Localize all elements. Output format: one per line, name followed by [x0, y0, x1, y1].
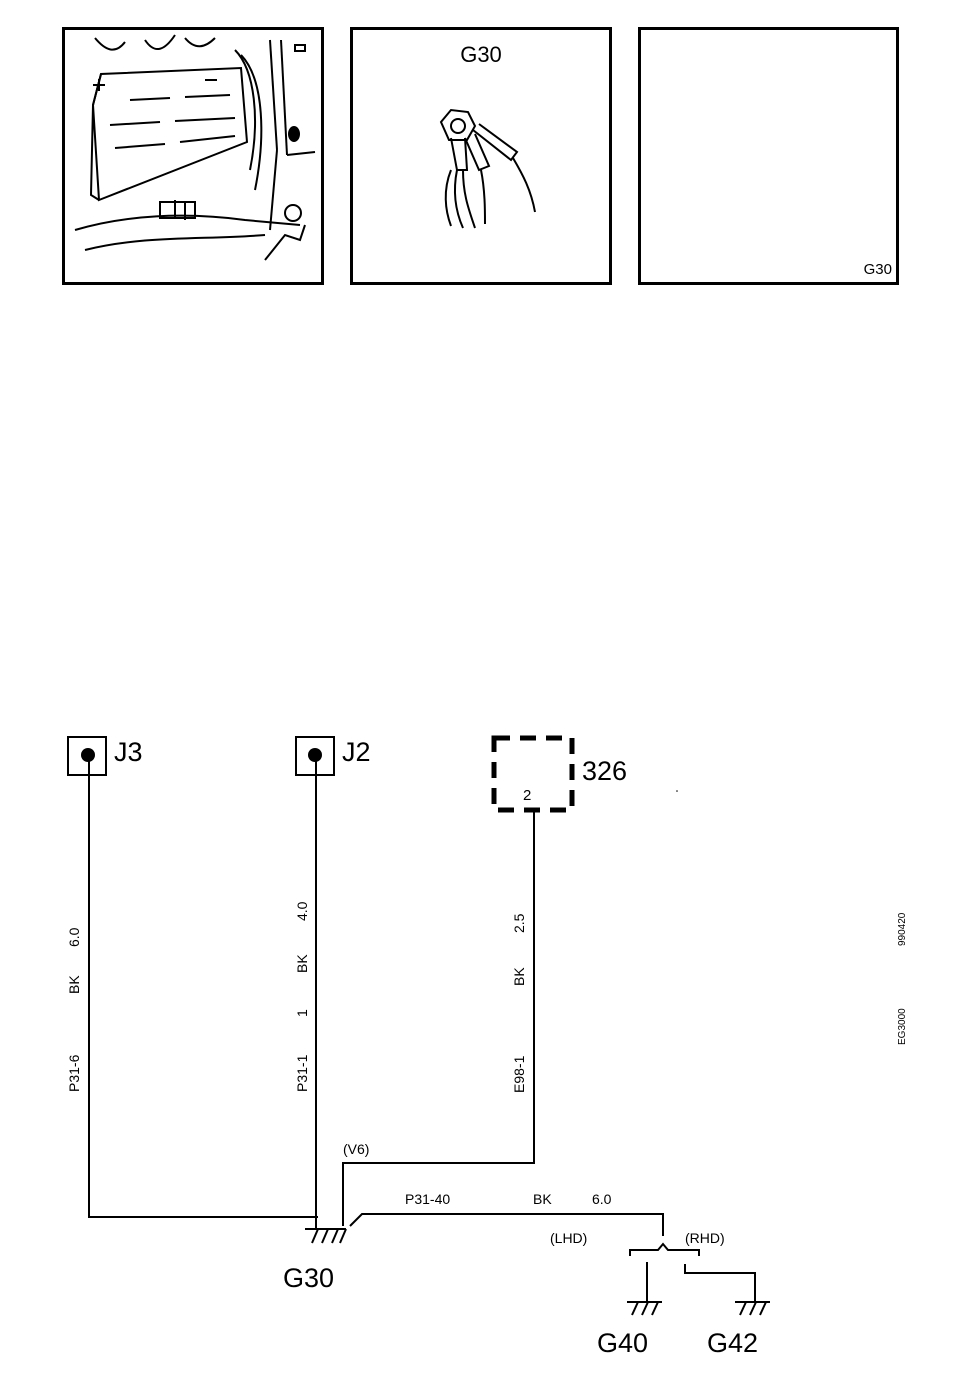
wire-right-pin-label: E98-1	[511, 1055, 527, 1093]
ground-g42-label: G42	[707, 1328, 758, 1358]
ground-symbol-g40	[627, 1301, 662, 1316]
wire-left-size-label: 6.0	[66, 927, 82, 947]
panel-corner-label: G30	[863, 261, 892, 278]
wire-bottom-pin-label: P31-40	[405, 1191, 450, 1207]
ground-bolt-illustration	[439, 108, 536, 229]
wire-bottom-color-label: BK	[533, 1191, 552, 1207]
ground-point-illustration-panel: G30	[350, 27, 612, 285]
panel-title: G30	[460, 42, 502, 67]
variant-rhd-label: (RHD)	[685, 1230, 725, 1246]
connector-j3-pin	[81, 748, 95, 762]
wire-right-size-label: 2.5	[511, 913, 527, 933]
lhd-rhd-splitter	[629, 1242, 700, 1256]
wire-middle-color-label: BK	[294, 954, 310, 973]
wire-left-pin-label: P31-6	[66, 1054, 82, 1092]
connector-j3-label: J3	[114, 737, 143, 767]
component-view-panel: G30	[638, 27, 899, 285]
wire-rhd	[684, 1264, 756, 1302]
side-code-1: 990420	[897, 912, 908, 946]
wire-e98-1	[342, 812, 535, 1226]
connector-j3-box	[67, 736, 107, 776]
connector-j2-pin	[308, 748, 322, 762]
wire-left-color-label: BK	[66, 975, 82, 994]
engine-bay-illustration-panel	[62, 27, 324, 285]
connector-j2-label: J2	[342, 737, 371, 767]
ground-g40-label: G40	[597, 1328, 648, 1358]
ground-symbol-g30	[305, 1228, 347, 1244]
variant-lhd-label: (LHD)	[550, 1230, 587, 1246]
wire-middle-pin-label: P31-1	[294, 1054, 310, 1092]
component-326-box	[491, 735, 575, 813]
side-code-2: EG3000	[897, 1008, 908, 1045]
wire-p31-6	[88, 756, 318, 1218]
wire-right-color-label: BK	[511, 967, 527, 986]
battery-location-illustration	[74, 34, 316, 261]
wire-middle-extra-label: 1	[294, 1009, 310, 1017]
wire-middle-size-label: 4.0	[294, 901, 310, 921]
component-326-pin-label: 2	[523, 787, 531, 804]
ground-symbol-g42	[735, 1301, 770, 1316]
stray-dot	[676, 790, 678, 792]
variant-v6-label: (V6)	[343, 1141, 369, 1157]
wire-bottom-size-label: 6.0	[592, 1191, 612, 1207]
wire-p31-40	[349, 1213, 664, 1236]
component-326-label: 326	[582, 756, 627, 786]
ground-g30-label: G30	[283, 1263, 334, 1293]
